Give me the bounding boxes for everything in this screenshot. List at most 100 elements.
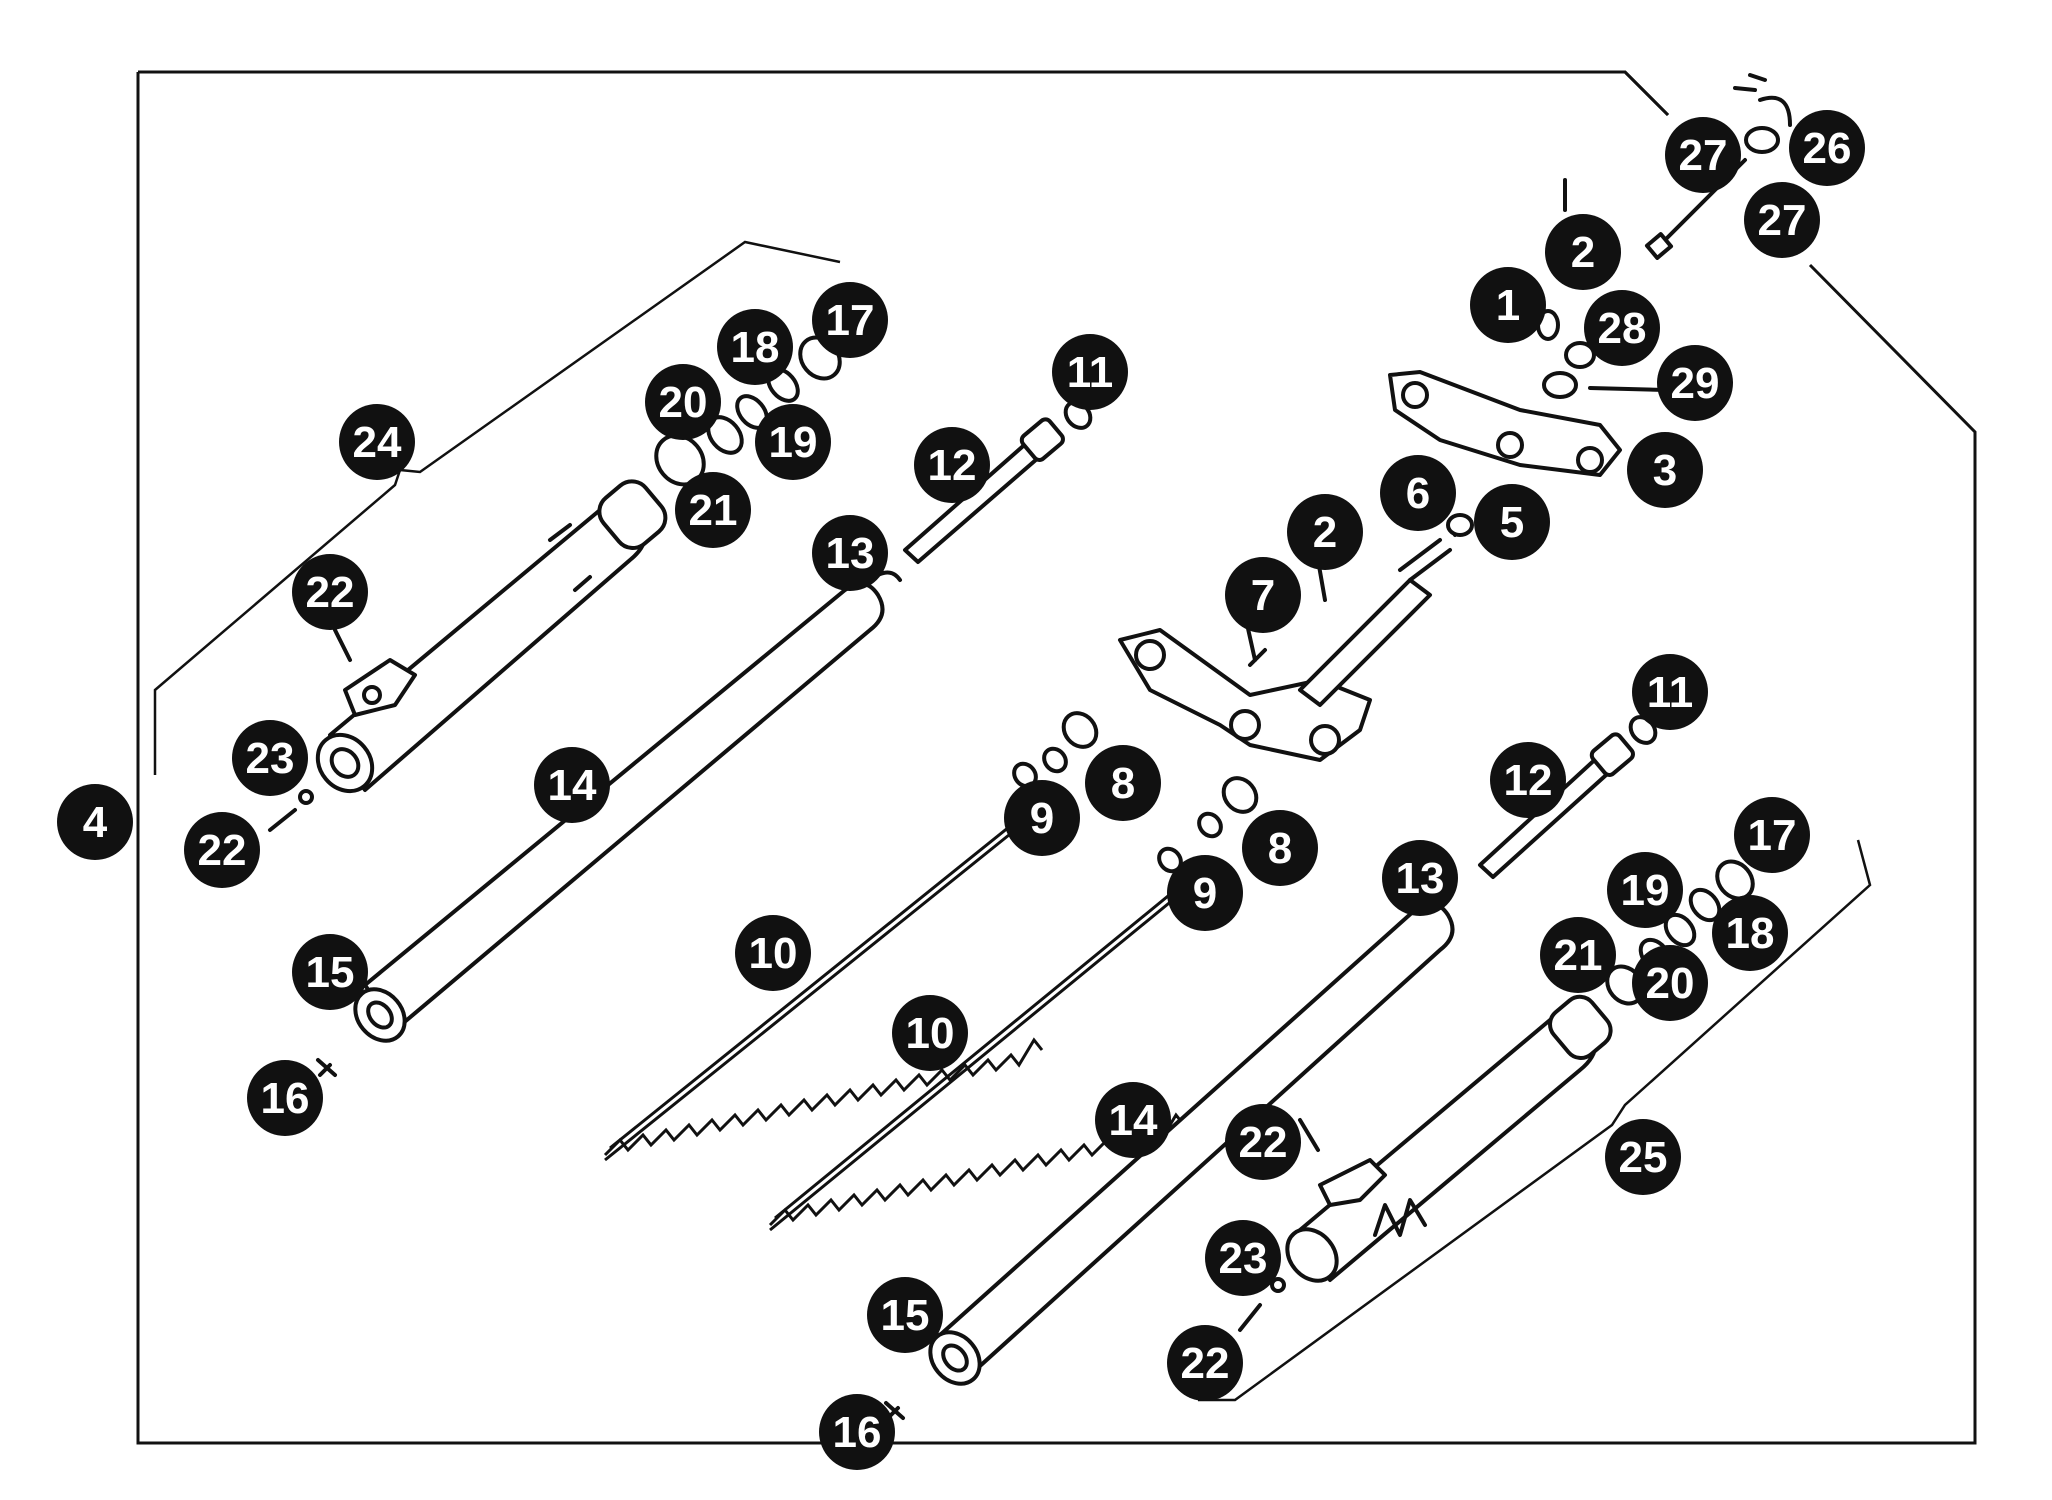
callout-label: 25 [1619,1133,1668,1182]
callout-7: 7 [1225,557,1301,633]
callout-22: 22 [1225,1104,1301,1180]
callout-label: 4 [83,798,108,847]
callout-label: 29 [1671,359,1720,408]
callout-6: 6 [1380,455,1456,531]
callout-label: 20 [659,378,708,427]
callout-label: 3 [1653,446,1677,495]
callout-23: 23 [1205,1220,1281,1296]
bolts [268,558,1327,1420]
right-assembly-bracket [1198,839,1872,1402]
callout-label: 15 [881,1291,930,1340]
steering-nut-parts [1446,309,1596,537]
callout-label: 19 [769,418,818,467]
callout-label: 22 [1239,1118,1288,1167]
ignition-switch [1644,73,1792,260]
left-fork-spring [603,1037,1044,1157]
callout-18: 18 [717,309,793,385]
callout-28: 28 [1584,290,1660,366]
spring-caps [1012,711,1259,874]
callout-16: 16 [819,1394,895,1470]
callout-label: 24 [353,418,402,467]
callout-29: 29 [1657,345,1733,421]
callout-label: 5 [1500,498,1524,547]
callout-label: 18 [1726,909,1775,958]
callout-22: 22 [184,812,260,888]
callout-10: 10 [735,915,811,991]
callout-label: 27 [1758,196,1807,245]
callout-label: 17 [1748,811,1797,860]
callout-21: 21 [675,472,751,548]
callout-18: 18 [1712,895,1788,971]
callout-label: 2 [1571,228,1595,277]
callout-27: 27 [1744,182,1820,258]
left-spring-body [604,796,1046,1162]
callout-label: 15 [306,948,355,997]
callout-label: 13 [1396,854,1445,903]
callout-27: 27 [1665,117,1741,193]
callout-15: 15 [292,934,368,1010]
callout-label: 14 [548,761,597,810]
callout-17: 17 [812,282,888,358]
callout-3: 3 [1627,432,1703,508]
callout-9: 9 [1004,780,1080,856]
left-outer-tube [315,479,668,794]
callout-19: 19 [755,404,831,480]
callout-label: 23 [1219,1234,1268,1283]
callout-label: 28 [1598,304,1647,353]
callout-20: 20 [1632,945,1708,1021]
callout-label: 9 [1030,794,1054,843]
callout-label: 17 [826,296,875,345]
callout-11: 11 [1632,654,1708,730]
callout-8: 8 [1085,745,1161,821]
diagram-frame-outline [136,70,1977,1445]
callout-24: 24 [339,404,415,480]
callout-label: 6 [1406,469,1430,518]
callout-21: 21 [1540,917,1616,993]
lower-triple-clamp [1118,628,1372,762]
callout-20: 20 [645,364,721,440]
callout-label: 12 [928,441,977,490]
callout-13: 13 [1382,840,1458,916]
callout-11: 11 [1052,334,1128,410]
callout-1: 1 [1470,267,1546,343]
callout-4: 4 [57,784,133,860]
callout-label: 27 [1679,131,1728,180]
callout-label: 22 [1181,1339,1230,1388]
callout-12: 12 [914,427,990,503]
callout-label: 16 [833,1408,882,1457]
left-inner-tube [353,570,902,1043]
callout-label: 26 [1803,124,1852,173]
right-spring-body [769,876,1191,1232]
callout-label: 2 [1313,508,1337,557]
callout-2: 2 [1545,214,1621,290]
callout-22: 22 [292,554,368,630]
callout-label: 10 [906,1009,955,1058]
callout-label: 14 [1109,1096,1158,1145]
callout-label: 11 [1647,668,1694,717]
callout-label: 21 [689,486,738,535]
callout-22: 22 [1167,1325,1243,1401]
callout-label: 12 [1504,756,1553,805]
callout-label: 22 [198,826,247,875]
callout-label: 13 [826,529,875,578]
callout-label: 16 [261,1074,310,1123]
callout-label: 9 [1193,869,1217,918]
callout-10: 10 [892,995,968,1071]
right-outer-tube [1285,994,1613,1283]
callout-17: 17 [1734,797,1810,873]
callout-12: 12 [1490,742,1566,818]
callout-13: 13 [812,515,888,591]
callout-9: 9 [1167,855,1243,931]
callout-label: 19 [1621,866,1670,915]
callout-label: 7 [1251,571,1275,620]
callout-5: 5 [1474,484,1550,560]
callout-label: 8 [1268,824,1292,873]
callout-label: 18 [731,323,780,372]
callout-26: 26 [1789,110,1865,186]
callout-label: 1 [1496,281,1520,330]
callout-label: 11 [1067,348,1114,397]
callout-label: 23 [246,734,295,783]
right-inner-tube [928,901,1455,1386]
callout-label: 21 [1554,931,1603,980]
